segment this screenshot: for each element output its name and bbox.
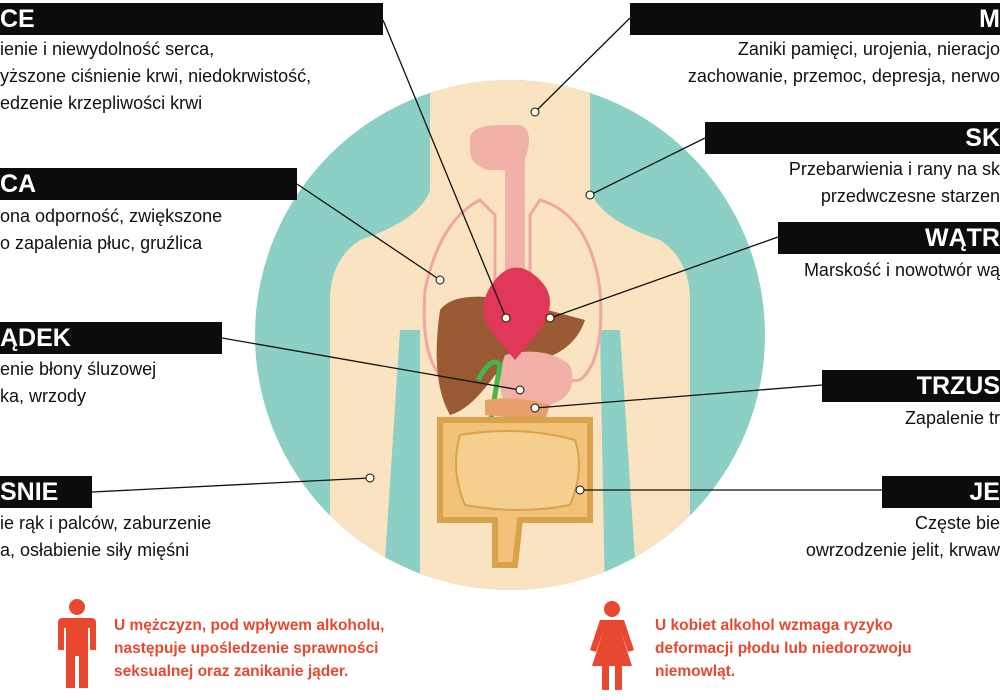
desc-muscles-line: ie rąk i palców, zaburzenie <box>0 513 212 533</box>
man-icon <box>58 599 96 688</box>
desc-intestines-line: owrzodzenie jelit, krwaw <box>805 540 1000 560</box>
label-heart-text: CE <box>0 5 35 33</box>
label-intestines: JE <box>882 476 1000 508</box>
label-heart: CE <box>0 3 383 35</box>
small-intestine <box>455 430 580 511</box>
label-pancreas-text: TRZUS <box>916 372 1000 400</box>
label-intestines-text: JE <box>969 478 1000 506</box>
desc-heart-line: edzenie krzepliwości krwi <box>0 93 203 113</box>
desc-brain-line: Zaniki pamięci, urojenia, nieracjo <box>737 39 1000 59</box>
desc-pancreas: Zapalenie tr <box>905 405 1000 432</box>
desc-intestines-line: Częste bie <box>914 513 1000 533</box>
pointer-lines <box>91 17 882 493</box>
desc-heart-line: ienie i niewydolność serca, <box>0 39 215 59</box>
label-lungs: CA <box>0 168 297 200</box>
note-men-line: U mężczyzn, pod wpływem alkoholu, <box>114 617 385 634</box>
desc-skin-line: Przebarwienia i rany na sk <box>788 159 1000 179</box>
label-brain-text: M <box>979 5 1000 33</box>
label-skin: SK <box>705 122 1000 154</box>
desc-skin: Przebarwienia i rany na sk przedwczesne … <box>789 156 1000 210</box>
label-stomach-text: ĄDEK <box>0 324 71 352</box>
desc-stomach-line: ka, wrzody <box>0 386 87 406</box>
desc-muscles-line: a, osłabienie siły mięśni <box>0 540 190 560</box>
desc-skin-line: przedwczesne starzen <box>820 186 1000 206</box>
desc-stomach: enie błony śluzowej ka, wrzody <box>0 356 156 410</box>
gallbladder <box>475 359 503 426</box>
desc-pancreas-line: Zapalenie tr <box>904 408 1000 428</box>
esophagus <box>470 125 529 290</box>
label-liver-text: WĄTR <box>925 224 1000 252</box>
pointer-dot <box>365 473 375 483</box>
note-women-line: niemowląt. <box>655 663 736 680</box>
pointer-dot <box>515 385 525 395</box>
note-women: U kobiet alkohol wzmaga ryzyko deformacj… <box>655 614 912 683</box>
heart <box>483 267 550 360</box>
note-men-line: seksualnej oraz zanikanie jąder. <box>114 663 349 680</box>
label-liver: WĄTR <box>778 222 1000 254</box>
desc-brain-line: zachowanie, przemoc, depresja, nerwo <box>687 66 1000 86</box>
note-women-line: deformacji płodu lub niedorozwoju <box>655 640 912 657</box>
pointer-dot <box>435 275 445 285</box>
pointer-dot <box>585 190 595 200</box>
woman-icon <box>590 601 634 690</box>
label-muscles: SNIE <box>0 476 92 508</box>
label-lungs-text: CA <box>0 170 37 198</box>
desc-lungs-line: ona odporność, zwiększone <box>0 206 223 226</box>
note-men-line: następuje upośledzenie sprawności <box>114 640 379 657</box>
pointer-dot <box>501 313 511 323</box>
label-stomach: ĄDEK <box>0 322 222 354</box>
label-pancreas: TRZUS <box>822 370 1000 402</box>
note-men: U mężczyzn, pod wpływem alkoholu, następ… <box>114 614 384 683</box>
desc-brain: Zaniki pamięci, urojenia, nieracjo zacho… <box>688 36 1000 90</box>
pointer-dot <box>545 313 555 323</box>
note-women-line: U kobiet alkohol wzmaga ryzyko <box>655 617 893 634</box>
pointer-dot <box>530 403 540 413</box>
label-muscles-text: SNIE <box>0 478 59 506</box>
label-skin-text: SK <box>965 124 1000 152</box>
desc-liver: Marskość i nowotwór wą <box>804 257 1000 284</box>
desc-intestines: Częste bie owrzodzenie jelit, krwaw <box>806 510 1000 564</box>
pointer-dot <box>575 485 585 495</box>
desc-heart-line: yższone ciśnienie krwi, niedokrwistość, <box>0 66 312 86</box>
pointer-dot <box>530 107 540 117</box>
pointer-dots <box>365 107 595 495</box>
desc-muscles: ie rąk i palców, zaburzenie a, osłabieni… <box>0 510 211 564</box>
desc-stomach-line: enie błony śluzowej <box>0 359 157 379</box>
desc-heart: ienie i niewydolność serca, yższone ciśn… <box>0 36 311 117</box>
desc-lungs: ona odporność, zwiększone o zapalenia pł… <box>0 203 222 257</box>
desc-liver-line: Marskość i nowotwór wą <box>803 260 1000 280</box>
stomach <box>500 351 573 405</box>
desc-lungs-line: o zapalenia płuc, gruźlica <box>0 233 203 253</box>
label-brain: M <box>630 3 1000 35</box>
